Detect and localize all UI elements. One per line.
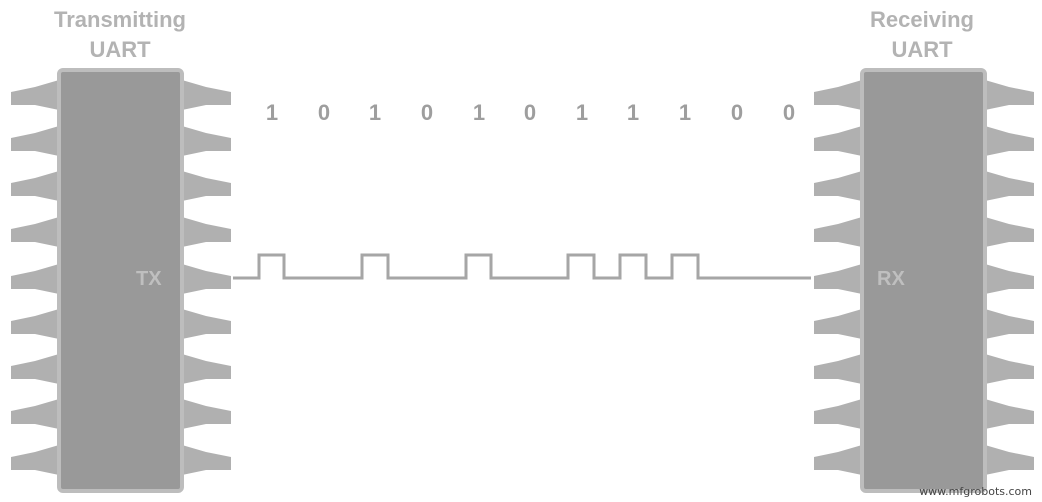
- chip-pin: [985, 217, 1034, 247]
- bit-label: 0: [317, 100, 331, 125]
- chip-pin: [985, 399, 1034, 429]
- chip-pin: [11, 171, 59, 201]
- chip-pin: [814, 264, 862, 294]
- chip-pin: [182, 126, 231, 156]
- chip-pin: [182, 445, 231, 475]
- chip-pin: [814, 399, 862, 429]
- receiver-title-line1: Receiving: [870, 7, 974, 32]
- chip-pin: [182, 80, 231, 110]
- receiver-title: Receiving UART: [832, 5, 1012, 65]
- chip-pin: [814, 171, 862, 201]
- chip-pin: [814, 309, 862, 339]
- chip-pin: [11, 126, 59, 156]
- chip-pin: [985, 126, 1034, 156]
- chip-pin: [814, 80, 862, 110]
- chip-pin: [11, 217, 59, 247]
- chip-pin: [814, 126, 862, 156]
- chip-pin: [11, 445, 59, 475]
- bit-label: 1: [575, 100, 589, 125]
- chip-pin: [985, 264, 1034, 294]
- chip-pin: [985, 171, 1034, 201]
- rx-pin-label: RX: [877, 268, 905, 290]
- transmitter-pins: [11, 80, 231, 475]
- chip-pin: [814, 445, 862, 475]
- chip-pin: [11, 80, 59, 110]
- serial-signal-waveform: [233, 253, 811, 280]
- bit-label: 1: [368, 100, 382, 125]
- chip-pin: [182, 264, 231, 294]
- chip-pin: [182, 399, 231, 429]
- bit-label: 0: [420, 100, 434, 125]
- bit-label: 0: [782, 100, 796, 125]
- tx-pin-label: TX: [136, 268, 162, 290]
- chip-pin: [11, 399, 59, 429]
- chip-pin: [985, 80, 1034, 110]
- transmitter-title-line2: UART: [89, 37, 151, 62]
- transmitter-title: Transmitting UART: [30, 5, 210, 65]
- chip-pin: [11, 264, 59, 294]
- chip-pin: [182, 217, 231, 247]
- chip-pin: [985, 354, 1034, 384]
- receiver-title-line2: UART: [891, 37, 953, 62]
- chip-pin: [814, 217, 862, 247]
- transmitter-chip: [57, 68, 184, 493]
- chip-pin: [182, 354, 231, 384]
- bit-label: 0: [730, 100, 744, 125]
- chip-pin: [985, 309, 1034, 339]
- bit-label: 1: [678, 100, 692, 125]
- watermark: www.mfgrobots.com: [919, 485, 1032, 498]
- chip-pin: [814, 354, 862, 384]
- bit-label: 1: [626, 100, 640, 125]
- receiver-pins: [814, 80, 1034, 475]
- bit-label: 1: [472, 100, 486, 125]
- bit-label: 1: [265, 100, 279, 125]
- chip-pin: [182, 309, 231, 339]
- chip-pin: [11, 354, 59, 384]
- chip-pin: [985, 445, 1034, 475]
- receiver-chip: [860, 68, 987, 493]
- transmitter-title-line1: Transmitting: [53, 7, 186, 32]
- chip-pin: [11, 309, 59, 339]
- chip-pin: [182, 171, 231, 201]
- bit-label: 0: [523, 100, 537, 125]
